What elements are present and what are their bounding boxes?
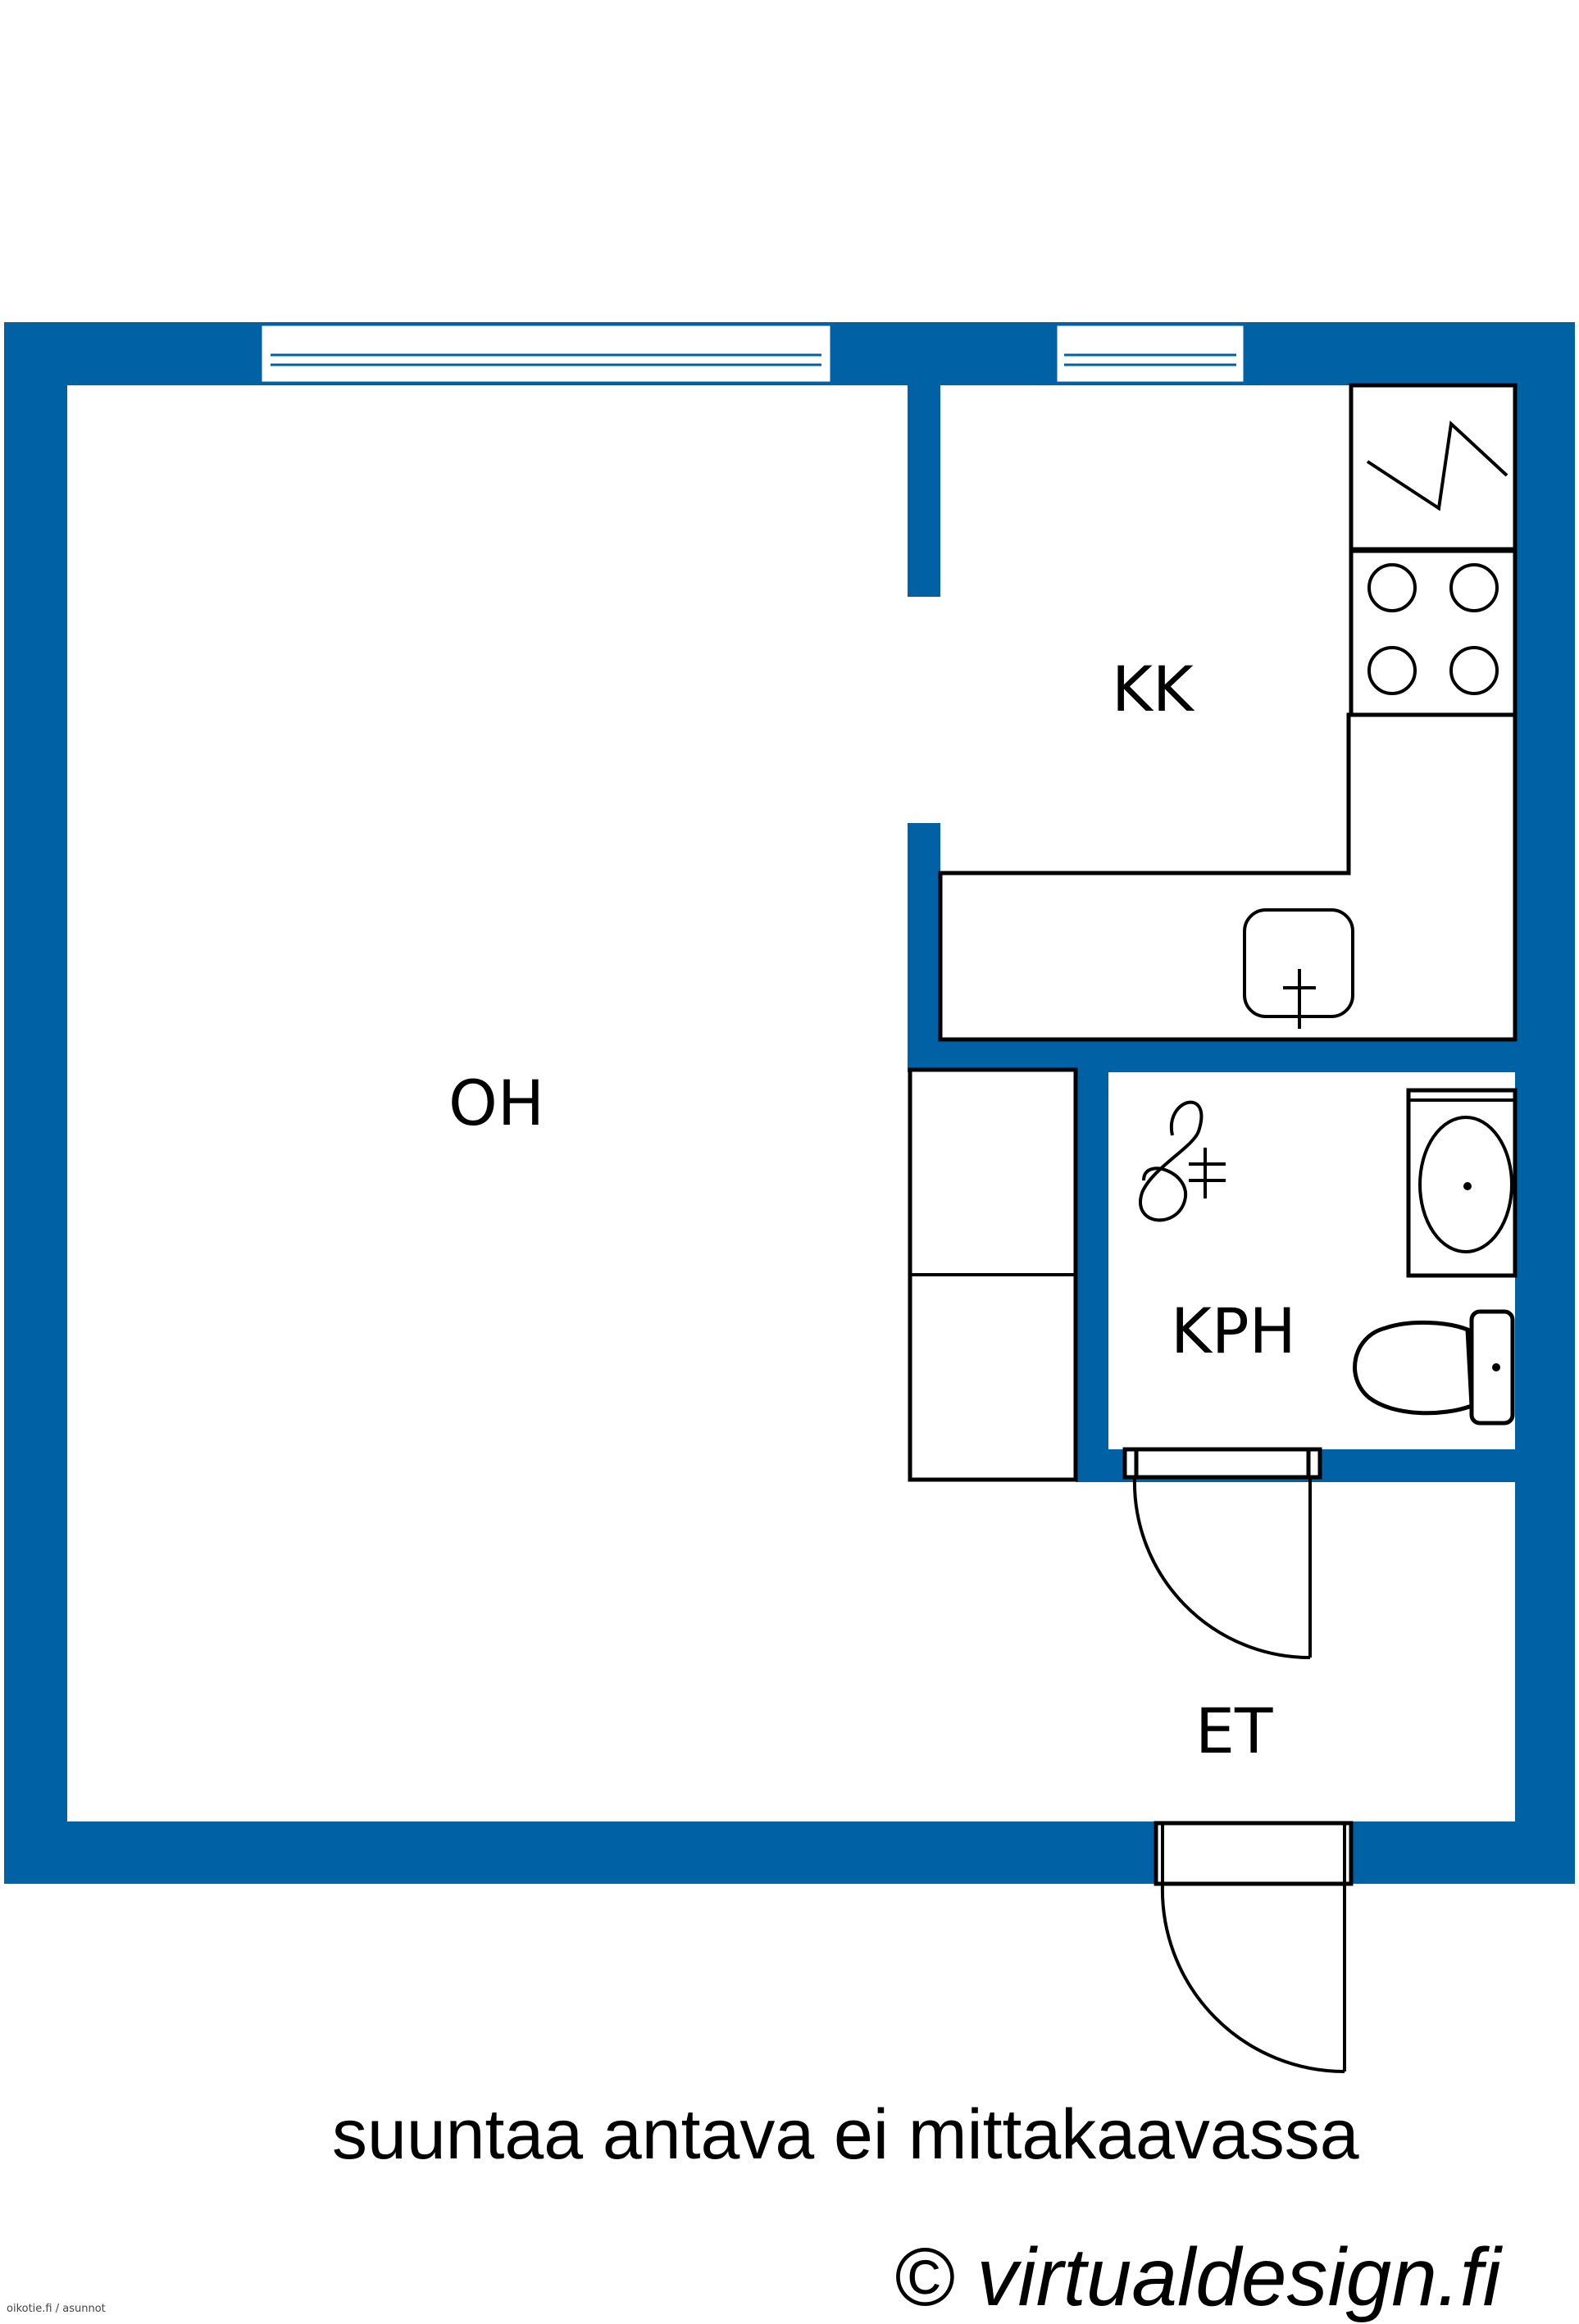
room-label-kitchen: KK [1112,653,1195,725]
shower-icon [1139,1100,1226,1222]
stove [1349,548,1518,717]
wall-kitchen-upper-stub [908,385,940,597]
window-kitchen [1054,323,1246,384]
entrance-door [1154,1821,1354,2073]
stove-burner-icon [1449,646,1499,695]
wardrobe [908,1067,1078,1482]
disclaimer-text: suuntaa antava ei mittakaavassa [332,2095,1359,2174]
stove-burner-icon [1449,563,1499,612]
stove-burner-icon [1367,563,1417,612]
washbasin-icon [1406,1088,1518,1278]
room-label-living-room: OH [448,1066,544,1139]
wall-kitchen-bath [908,1039,1515,1072]
copyright-text: © virtualdesign.fi [894,2231,1503,2323]
kitchen-fixtures [938,383,1518,1042]
source-tag: oikotie.fi / asunnot [7,2303,106,2315]
room-label-bathroom: KPH [1171,1294,1296,1367]
window-living-room [259,323,833,384]
stove-burner-icon [1367,646,1417,695]
wall-kitchen-lower [908,823,940,1069]
windows [259,323,1246,384]
wall-bath-left [1076,1039,1108,1482]
wall-right [1515,322,1575,1884]
bathroom-fixtures [1139,1088,1518,1426]
room-label-entrance: ET [1195,1694,1273,1767]
wall-left [4,322,67,1884]
fridge-symbol-icon [1366,420,1508,512]
outer-walls [4,322,1575,1884]
toilet-icon [1353,1309,1515,1426]
bathroom-door [1122,1447,1322,1659]
kitchen-counter [938,712,1518,1042]
